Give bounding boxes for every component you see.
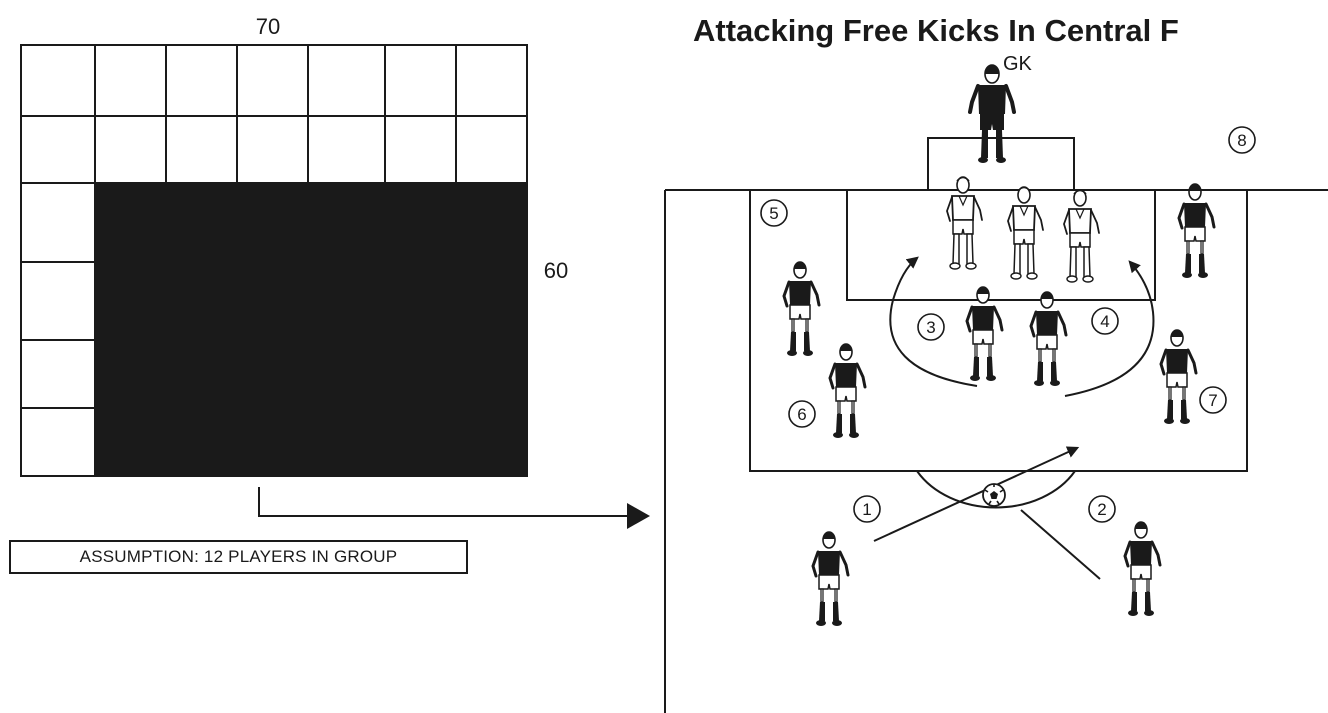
svg-text:8: 8 [1237,131,1246,150]
player-number-3: 3 [917,313,945,341]
svg-text:2: 2 [1097,500,1106,519]
player-number-markers: 1 2 3 4 5 6 7 8 [760,126,1256,523]
ball-icon [982,483,1006,507]
connector-arrowhead-icon [627,503,650,529]
player-number-5: 5 [760,199,788,227]
assumption-note: ASSUMPTION: 12 PLAYERS IN GROUP [9,540,468,574]
player-number-7: 7 [1199,386,1227,414]
active-area [95,183,527,476]
player-5 [782,260,821,358]
player-1 [811,530,850,628]
player-6 [828,342,867,440]
svg-text:5: 5 [769,204,778,223]
player-number-1: 1 [853,495,881,523]
player-7 [1159,328,1198,426]
goalkeeper-figure [968,63,1016,165]
player-number-6: 6 [788,400,816,428]
svg-text:3: 3 [926,318,935,337]
diagram-title: Attacking Free Kicks In Central F [693,13,1179,48]
connector-arrow [258,487,636,517]
wall-defender [1063,189,1100,283]
wall-defender [1007,186,1044,280]
grid-width-label: 70 [256,14,280,39]
grid-length-label: 60 [544,258,568,283]
player-number-2: 2 [1088,495,1116,523]
goalkeeper-label: GK [1003,53,1033,75]
svg-text:4: 4 [1100,312,1109,331]
player-2 [1123,520,1162,618]
assumption-text: ASSUMPTION: 12 PLAYERS IN GROUP [79,547,398,566]
player-4 [1029,290,1068,388]
svg-text:7: 7 [1208,391,1217,410]
player-number-8: 8 [1228,126,1256,154]
svg-text:6: 6 [797,405,806,424]
player-3 [965,285,1004,383]
movement-arrows [873,256,1155,580]
player-8 [1177,182,1216,280]
player-number-4: 4 [1091,307,1119,335]
pitch-lines [664,137,1328,713]
svg-text:1: 1 [862,500,871,519]
